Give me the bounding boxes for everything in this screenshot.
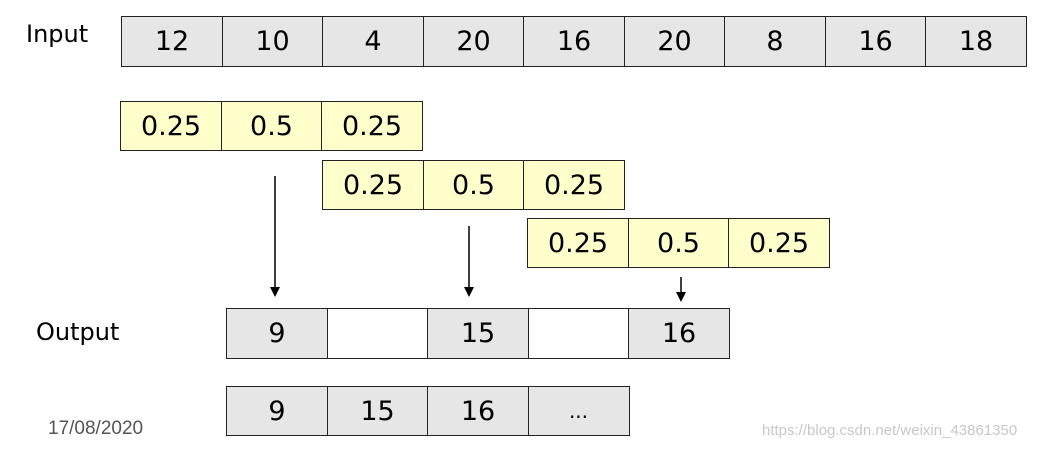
input-cell: 16 <box>523 16 625 67</box>
input-label: Input <box>26 20 89 48</box>
output-cell-empty <box>326 308 429 359</box>
date-footer: 17/08/2020 <box>48 418 144 439</box>
input-row: 12 10 4 20 16 20 8 16 18 <box>121 16 1027 67</box>
input-cell: 20 <box>422 16 525 67</box>
input-cell: 12 <box>121 16 223 67</box>
kernel-weight: 0.25 <box>728 218 830 268</box>
compact-cell: 9 <box>226 386 328 436</box>
input-cell: 18 <box>925 16 1027 67</box>
input-cell: 4 <box>322 16 424 67</box>
arrow-3 <box>676 277 686 302</box>
kernel-weight: 0.5 <box>220 101 323 151</box>
output-cell: 9 <box>226 308 328 359</box>
compact-cell: 16 <box>427 386 529 436</box>
kernel-weight: 0.5 <box>627 218 730 268</box>
kernel-weight: 0.25 <box>523 160 625 210</box>
compact-output-row: 9 15 16 ... <box>226 386 630 436</box>
kernel-weight: 0.25 <box>321 101 423 151</box>
output-cell-empty <box>527 308 630 359</box>
output-label: Output <box>36 318 120 346</box>
watermark: https://blog.csdn.net/weixin_43861350 <box>762 422 1018 439</box>
output-row: 9 15 16 <box>226 308 730 359</box>
compact-cell: 15 <box>326 386 429 436</box>
input-cell: 10 <box>221 16 324 67</box>
kernel-1: 0.25 0.5 0.25 <box>120 101 423 151</box>
kernel-2: 0.25 0.5 0.25 <box>322 160 625 210</box>
output-cell: 16 <box>628 308 730 359</box>
input-cell: 16 <box>824 16 927 67</box>
kernel-weight: 0.25 <box>120 101 222 151</box>
arrow-1 <box>270 176 280 297</box>
output-cell: 15 <box>427 308 529 359</box>
kernel-weight: 0.5 <box>422 160 525 210</box>
arrow-2 <box>464 226 474 297</box>
compact-cell-ellipsis: ... <box>527 386 630 436</box>
kernel-3: 0.25 0.5 0.25 <box>527 218 830 268</box>
input-cell: 8 <box>724 16 826 67</box>
kernel-weight: 0.25 <box>527 218 629 268</box>
